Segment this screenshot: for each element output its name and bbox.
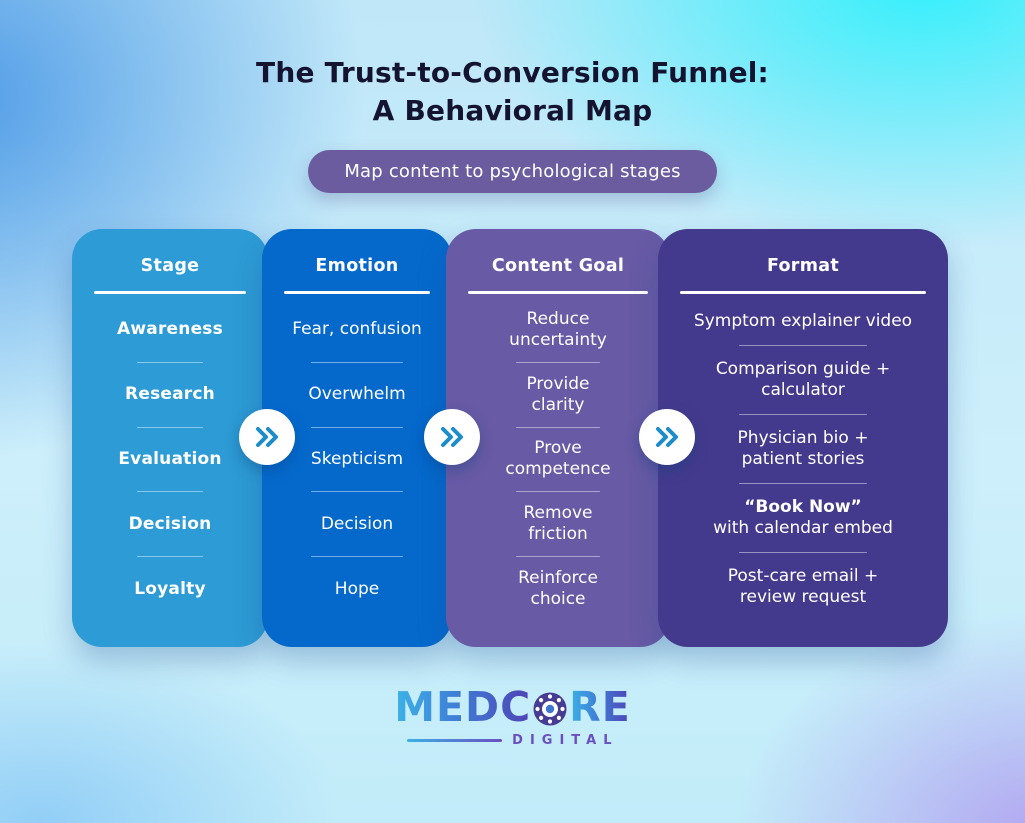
- item-separator: [739, 414, 867, 415]
- header-rule: [284, 291, 430, 294]
- item-separator: [311, 426, 403, 428]
- item-separator: [137, 491, 203, 493]
- next-arrow-icon: [424, 409, 480, 465]
- list-item: Evaluation: [118, 448, 222, 469]
- list-item: Symptom explainer video: [693, 311, 913, 331]
- list-item: Decision: [320, 513, 394, 534]
- gear-icon: [533, 692, 567, 726]
- list-item: Reinforce choice: [518, 568, 598, 610]
- list-item: Physician bio + patient stories: [737, 428, 869, 469]
- brand-wordmark: MEDC RE: [394, 683, 631, 731]
- page-title: The Trust-to-Conversion Funnel: A Behavi…: [0, 54, 1025, 130]
- page-title-line1: The Trust-to-Conversion Funnel:: [256, 56, 769, 89]
- subtitle-row: Map content to psychological stages: [0, 150, 1025, 193]
- column-header: Emotion: [315, 256, 399, 276]
- item-separator: [516, 556, 600, 558]
- brand-logo: MEDC RE DIGITAL: [0, 683, 1025, 748]
- item-separator: [516, 491, 600, 493]
- column-emotion: Emotion Fear, confusion Overwhelm Skepti…: [262, 229, 452, 647]
- funnel-map: Stage Awareness Research Evaluation Deci…: [0, 229, 1025, 647]
- list-item: Post-care email + review request: [727, 566, 879, 607]
- subtitle-pill: Map content to psychological stages: [308, 150, 717, 193]
- item-separator: [311, 556, 403, 558]
- list-item: Fear, confusion: [292, 319, 422, 340]
- list-item: Decision: [128, 513, 212, 534]
- column-rows: Fear, confusion Overwhelm Skepticism Dec…: [262, 294, 452, 647]
- list-item: Skepticism: [310, 448, 404, 469]
- list-item: Remove friction: [523, 503, 593, 545]
- item-separator: [137, 361, 203, 363]
- item-emphasis: “Book Now”: [744, 497, 862, 517]
- column-stage: Stage Awareness Research Evaluation Deci…: [72, 229, 268, 647]
- column-content-goal: Content Goal Reduce uncertainty Provide …: [446, 229, 670, 647]
- list-item: Prove competence: [505, 438, 611, 480]
- list-item: Research: [125, 384, 215, 405]
- column-header: Format: [766, 256, 840, 276]
- brand-text-left: MEDC: [394, 683, 532, 731]
- header-rule: [680, 291, 926, 294]
- item-separator: [311, 491, 403, 493]
- header-rule: [468, 291, 648, 294]
- list-item: Loyalty: [134, 578, 206, 599]
- item-separator: [516, 361, 600, 363]
- column-header: Content Goal: [491, 256, 625, 276]
- next-arrow-icon: [639, 409, 695, 465]
- page-title-line2: A Behavioral Map: [372, 94, 653, 127]
- list-item: Awareness: [117, 319, 223, 340]
- brand-subline: DIGITAL: [406, 733, 619, 748]
- brand-sub-label: DIGITAL: [512, 733, 619, 748]
- item-separator: [739, 552, 867, 553]
- item-separator: [516, 426, 600, 428]
- item-separator: [137, 426, 203, 428]
- item-separator: [739, 483, 867, 484]
- item-separator: [739, 345, 867, 346]
- column-format: Format Symptom explainer video Compariso…: [658, 229, 948, 647]
- item-separator: [137, 556, 203, 558]
- item-separator: [311, 361, 403, 363]
- header-rule: [94, 291, 246, 294]
- column-rows: Symptom explainer video Comparison guide…: [658, 294, 948, 647]
- list-item: Overwhelm: [308, 384, 406, 405]
- brand-rule: [406, 739, 503, 742]
- list-item: Comparison guide + calculator: [715, 359, 891, 400]
- next-arrow-icon: [239, 409, 295, 465]
- brand-text-right: RE: [569, 683, 631, 731]
- list-item: Reduce uncertainty: [509, 308, 607, 350]
- column-rows: Reduce uncertainty Provide clarity Prove…: [446, 294, 670, 647]
- list-item: “Book Now” with calendar embed: [713, 497, 893, 538]
- list-item: Provide clarity: [526, 373, 590, 415]
- list-item: Hope: [334, 578, 380, 599]
- column-rows: Awareness Research Evaluation Decision L…: [72, 294, 268, 647]
- column-header: Stage: [140, 256, 200, 276]
